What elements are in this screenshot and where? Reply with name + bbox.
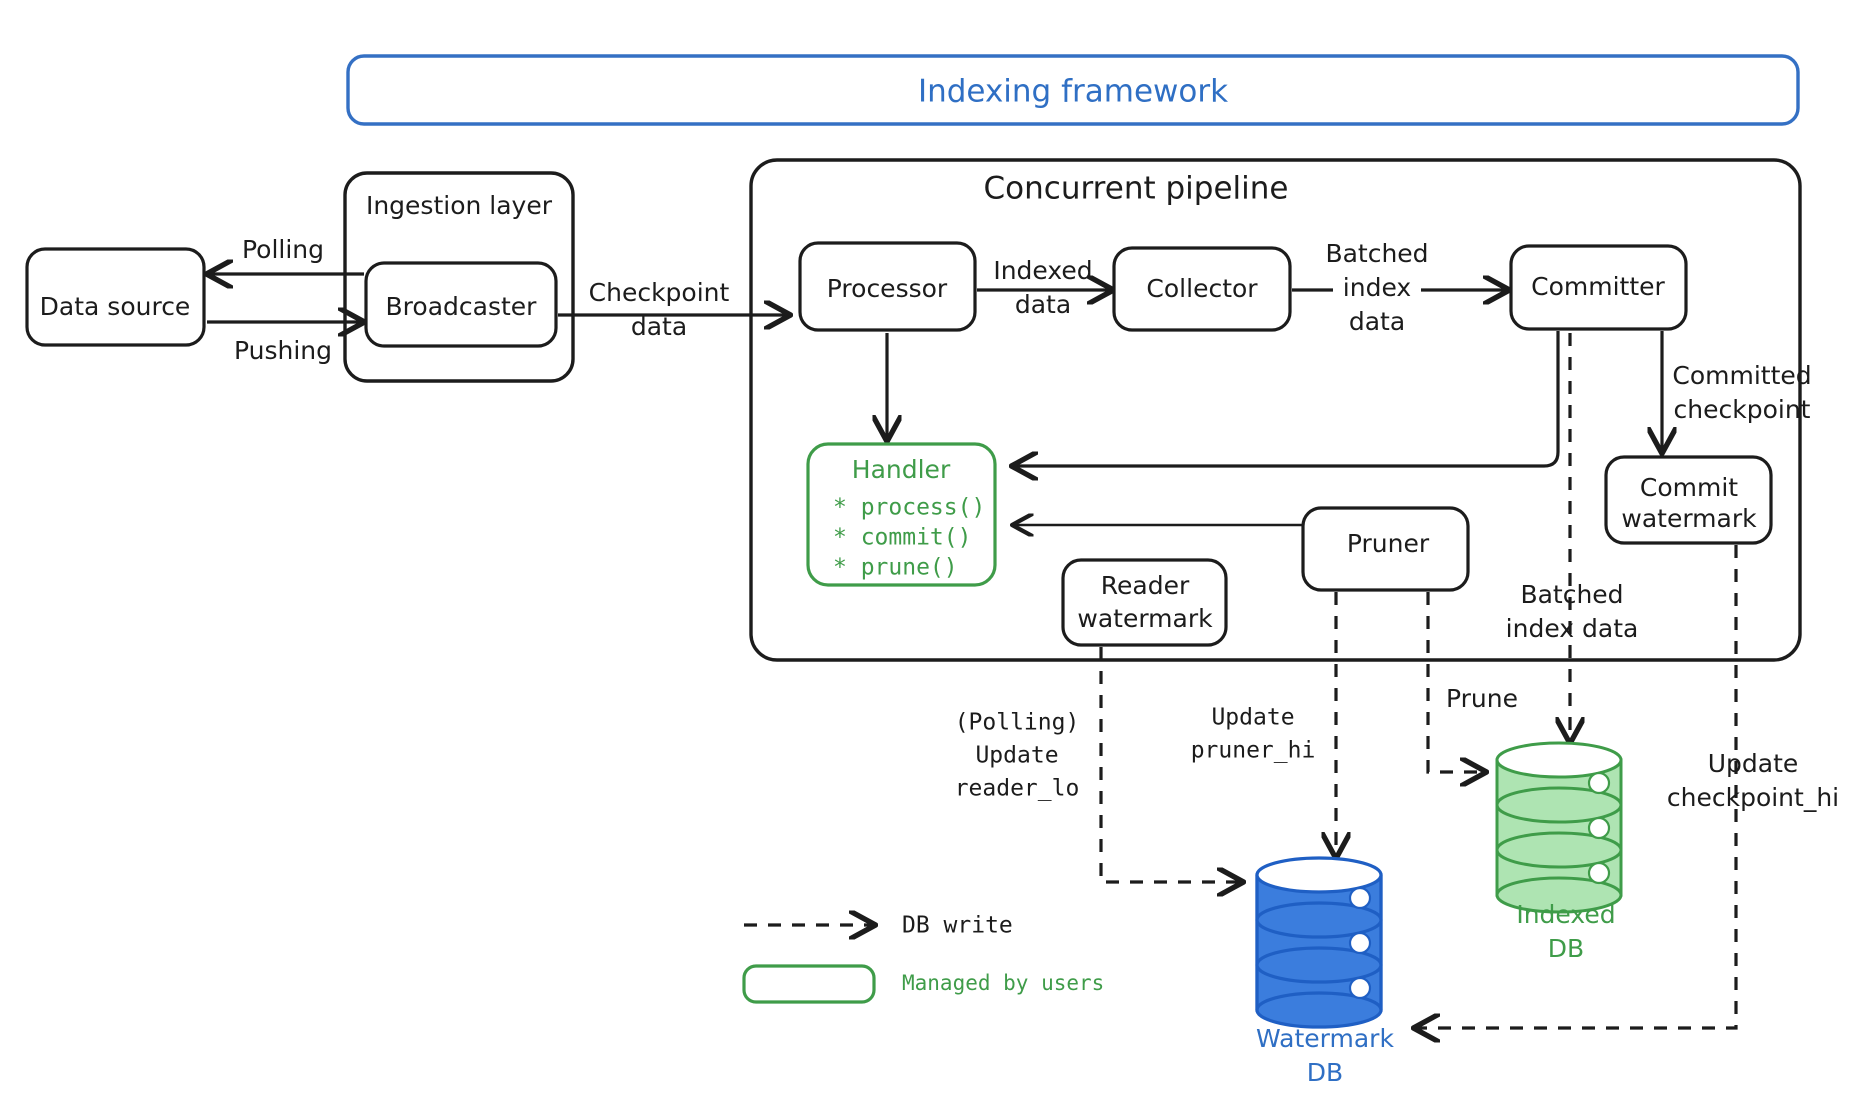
db-indexed-label-1: Indexed bbox=[1516, 900, 1615, 929]
node-broadcaster[interactable] bbox=[364, 261, 558, 348]
node-data-source[interactable] bbox=[25, 247, 206, 347]
node-handler[interactable] bbox=[806, 442, 997, 587]
db-watermark[interactable] bbox=[1255, 856, 1383, 1029]
db-watermark-label-1: Watermark bbox=[1256, 1024, 1394, 1053]
node-handler-title: Handler bbox=[852, 455, 951, 484]
edge-update-pruner-label-2: pruner_hi bbox=[1191, 738, 1316, 764]
edge-batched-index-data-label-2: index bbox=[1343, 273, 1411, 302]
node-reader-watermark-label-2: watermark bbox=[1077, 604, 1213, 633]
node-pruner[interactable] bbox=[1301, 506, 1470, 592]
db-watermark-label-2: DB bbox=[1307, 1058, 1343, 1087]
edge-batched-index-data2-label-2: index data bbox=[1506, 614, 1639, 643]
concurrent-pipeline-label: Concurrent pipeline bbox=[984, 171, 1289, 207]
edge-polling-update-label-3: reader_lo bbox=[955, 776, 1080, 802]
node-data-source-label: Data source bbox=[40, 292, 191, 321]
edge-polling-label: Polling bbox=[242, 235, 324, 264]
node-commit-watermark[interactable] bbox=[1604, 455, 1773, 545]
edge-batched-index-data2-label-1: Batched bbox=[1520, 580, 1623, 609]
edge-committed-checkpoint-label-2: checkpoint bbox=[1674, 395, 1811, 424]
edge-polling-update-label-1: (Polling) bbox=[955, 710, 1080, 736]
edge-checkpoint-data-label-1: Checkpoint bbox=[589, 278, 730, 307]
legend-db-write-label: DB write bbox=[902, 913, 1013, 939]
ingestion-layer-group bbox=[343, 171, 575, 383]
edge-batched-index-data-label-3: data bbox=[1349, 307, 1405, 336]
edge-pushing-label: Pushing bbox=[234, 336, 332, 365]
edge-polling-update-label-2: Update bbox=[975, 743, 1058, 769]
node-pruner-label: Pruner bbox=[1347, 529, 1430, 558]
edge-batched-index-data-label-1: Batched bbox=[1325, 239, 1428, 268]
edge-prune-label: Prune bbox=[1446, 684, 1518, 713]
node-processor-label: Processor bbox=[827, 274, 948, 303]
node-collector[interactable] bbox=[1112, 246, 1292, 332]
edge-update-pruner-label-1: Update bbox=[1211, 705, 1294, 731]
node-collector-label: Collector bbox=[1146, 274, 1258, 303]
edge-pruner-to-indexed-db bbox=[1426, 592, 1483, 772]
node-committer[interactable] bbox=[1509, 244, 1688, 331]
node-reader-watermark[interactable] bbox=[1061, 558, 1228, 647]
edge-reader-watermark-to-watermark-db bbox=[1099, 647, 1240, 882]
node-commit-watermark-label-2: watermark bbox=[1621, 504, 1757, 533]
node-commit-watermark-label-1: Commit bbox=[1640, 473, 1738, 502]
indexing-framework-label: Indexing framework bbox=[918, 74, 1228, 110]
edge-committer-to-handler bbox=[1015, 331, 1560, 466]
edge-update-checkpoint-label-2: checkpoint_hi bbox=[1667, 783, 1839, 812]
db-indexed-label-2: DB bbox=[1548, 934, 1584, 963]
edge-indexed-data-label-1: Indexed bbox=[993, 256, 1092, 285]
handler-method-prune: * prune() bbox=[833, 555, 958, 581]
db-indexed[interactable] bbox=[1495, 741, 1623, 914]
legend-managed-label: Managed by users bbox=[902, 971, 1104, 995]
edge-indexed-data-label-2: data bbox=[1015, 290, 1071, 319]
handler-method-commit: * commit() bbox=[833, 525, 971, 551]
legend-managed-box bbox=[742, 964, 876, 1004]
node-committer-label: Committer bbox=[1531, 272, 1665, 301]
node-reader-watermark-label-1: Reader bbox=[1101, 571, 1190, 600]
indexing-framework-banner bbox=[346, 54, 1800, 126]
edge-checkpoint-data-label-2: data bbox=[631, 312, 687, 341]
edge-update-checkpoint-label-1: Update bbox=[1708, 749, 1799, 778]
node-broadcaster-label: Broadcaster bbox=[386, 292, 538, 321]
edge-commit-watermark-to-watermark-db bbox=[1417, 545, 1738, 1028]
handler-method-process: * process() bbox=[833, 495, 985, 521]
ingestion-layer-label: Ingestion layer bbox=[366, 191, 553, 220]
edge-committed-checkpoint-label-1: Committed bbox=[1672, 361, 1811, 390]
node-processor[interactable] bbox=[798, 241, 977, 332]
concurrent-pipeline-group bbox=[749, 158, 1802, 662]
